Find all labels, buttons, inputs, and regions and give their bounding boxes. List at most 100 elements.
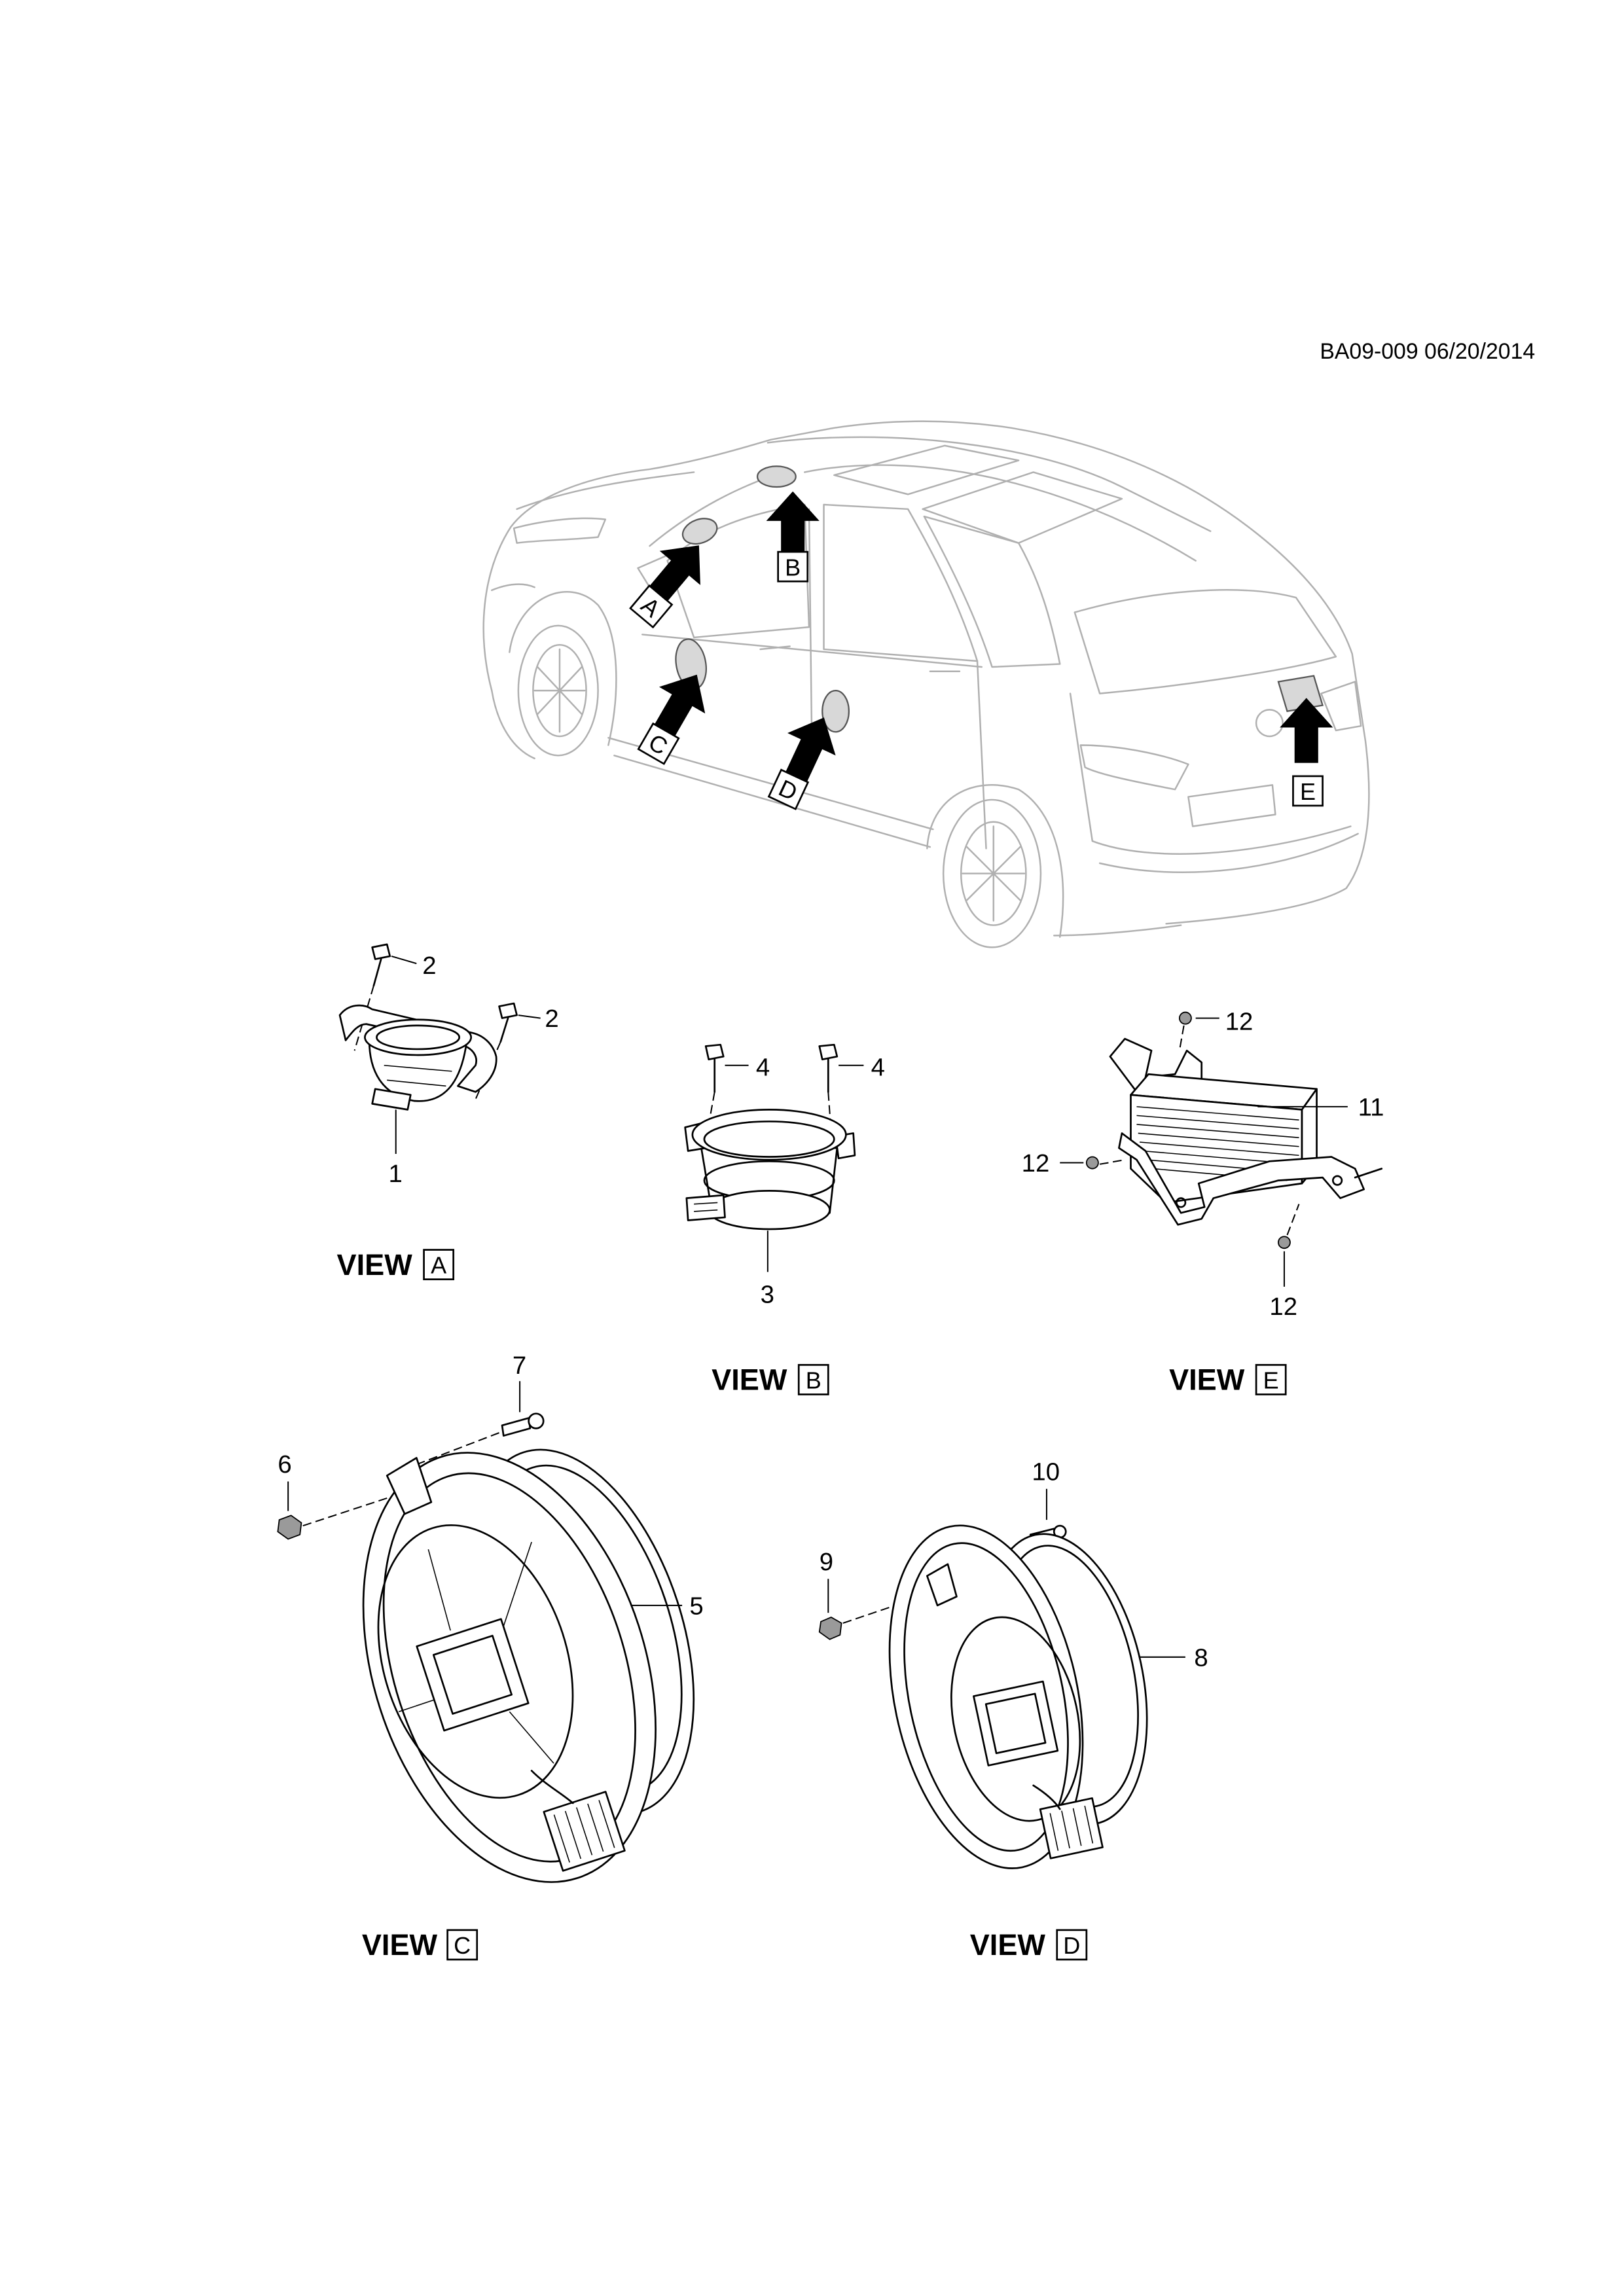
vehicle-amplifier-e (1277, 675, 1324, 712)
view-d-top-tab (926, 1563, 958, 1607)
view-e-letter: E (1263, 1367, 1279, 1393)
view-c-nut (277, 1515, 302, 1540)
arrow-c-label-box (637, 722, 680, 765)
view-c-bolt-head (528, 1412, 545, 1429)
vehicle-roof-rail-outer (767, 436, 1212, 532)
view-e-assembly: 12 11 12 12 (1022, 1008, 1384, 1321)
vehicle-rocker-lower (613, 755, 931, 848)
view-e-bracket-hole-left (1176, 1197, 1187, 1208)
arrow-c-shape (654, 674, 706, 737)
view-a-letter-box (423, 1249, 455, 1281)
arrow-e-label-box (1292, 775, 1324, 807)
view-d-nut (818, 1616, 842, 1640)
view-e-bracket-hole-right (1331, 1175, 1343, 1186)
vehicle-rear-bumper-bottom (1053, 924, 1182, 937)
vehicle-headlight (513, 517, 607, 544)
view-d-letter-box (1056, 1929, 1088, 1961)
view-c-nut-guide (302, 1492, 403, 1527)
vehicle-hatch-outline (1069, 692, 1352, 855)
vehicle-rear-rim-spokes (962, 825, 1026, 922)
view-d-magnet-inner (984, 1693, 1047, 1755)
view-d-title: VIEW D (970, 1928, 1088, 1962)
view-a-leader-2-upper (391, 955, 417, 965)
callout-view-d-8: 8 (1194, 1643, 1208, 1672)
view-e-amplifier-fins (1136, 1106, 1299, 1181)
vehicle-quarter-glass (923, 515, 1061, 668)
view-c-magnet (416, 1618, 530, 1732)
view-a-assembly: 2 2 1 (338, 943, 559, 1188)
view-b-screw-right (818, 1043, 839, 1061)
view-b-connector-detail (694, 1202, 718, 1212)
arrow-b-label: B (785, 554, 801, 581)
callout-view-a-2-lower: 2 (545, 1005, 558, 1033)
location-arrow-a: A (629, 545, 700, 629)
view-c-connector-pins (553, 1800, 615, 1863)
view-c-letter-box (446, 1929, 478, 1961)
view-a-word: VIEW (337, 1248, 413, 1282)
callout-view-a-2-upper: 2 (422, 952, 436, 980)
view-b-mount-ring (691, 1109, 847, 1161)
vehicle-speaker-b (756, 465, 797, 488)
vehicle-sunroof-rear (922, 471, 1123, 544)
vehicle-front-tire (517, 624, 599, 757)
view-e-nut-left-guide (1099, 1159, 1125, 1165)
vehicle-front-rim (532, 643, 587, 738)
vehicle-illustration (482, 420, 1370, 948)
view-a-screw-lower (498, 1002, 518, 1019)
callout-view-c-6: 6 (278, 1450, 291, 1479)
vehicle-license-plate (1187, 784, 1276, 827)
callout-view-e-12-left: 12 (1022, 1149, 1050, 1177)
vehicle-rear-door-seam (976, 660, 987, 850)
callout-view-c-5: 5 (689, 1592, 703, 1620)
arrow-b-label-box (777, 550, 809, 583)
location-arrow-e: E (1280, 698, 1333, 807)
callout-view-b-4-right: 4 (871, 1054, 885, 1082)
view-e-title: VIEW E (1169, 1363, 1287, 1397)
view-d-magnet (973, 1680, 1059, 1767)
callout-view-c-7: 7 (513, 1352, 526, 1380)
view-c-word: VIEW (362, 1928, 438, 1962)
view-c-title: VIEW C (362, 1928, 478, 1962)
view-b-word: VIEW (712, 1363, 787, 1397)
vehicle-hood-line (516, 471, 695, 511)
vehicle-rear-glass (1074, 589, 1337, 694)
view-c-top-tab (386, 1457, 433, 1515)
view-a-speaker-magnet-line (384, 1064, 452, 1087)
callout-view-b-4-left: 4 (756, 1054, 770, 1082)
view-b-assembly: 4 4 3 (684, 1043, 885, 1309)
view-c-cone-ribs (398, 1541, 554, 1764)
view-b-connector (685, 1194, 726, 1221)
drawing-code: BA09-009 06/20/2014 (1320, 339, 1535, 364)
vehicle-rear-tire (942, 798, 1042, 948)
vehicle-right-taillight (1320, 681, 1362, 732)
vehicle-front-rim-spokes (533, 648, 586, 733)
view-a-leader-2-lower (518, 1014, 541, 1019)
location-arrow-b: B (766, 491, 820, 583)
view-d-speaker-cone (950, 1616, 1081, 1822)
view-e-lower-bracket (1118, 1132, 1365, 1226)
callout-view-e-11: 11 (1358, 1093, 1384, 1121)
view-d-connector-pins (1049, 1805, 1094, 1851)
vehicle-rear-rim (960, 821, 1027, 926)
view-a-speaker-cone (376, 1024, 461, 1050)
view-b-bottom-ellipse (708, 1190, 831, 1230)
vehicle-speaker-a (681, 518, 718, 545)
view-e-nut-bottom (1278, 1236, 1291, 1249)
location-arrow-c: C (637, 674, 706, 765)
callout-view-e-12-bottom: 12 (1269, 1293, 1297, 1321)
vehicle-sunroof-front (833, 444, 1020, 495)
view-d-connector (1039, 1797, 1104, 1859)
view-e-nut-left (1085, 1156, 1099, 1170)
view-d-assembly: 10 9 8 (818, 1458, 1208, 1869)
view-a-connector (371, 1088, 412, 1111)
view-d-letter: D (1063, 1932, 1080, 1959)
view-b-title: VIEW B (712, 1363, 829, 1397)
vehicle-front-door-seam (808, 508, 813, 757)
view-a-screw-upper (371, 943, 391, 960)
view-e-nut-top-guide (1178, 1025, 1185, 1051)
vehicle-speaker-d (821, 689, 850, 733)
view-e-word: VIEW (1169, 1363, 1245, 1397)
view-b-letter: B (806, 1367, 821, 1393)
arrow-e-shape (1280, 698, 1333, 763)
view-e-nut-top (1178, 1011, 1192, 1025)
